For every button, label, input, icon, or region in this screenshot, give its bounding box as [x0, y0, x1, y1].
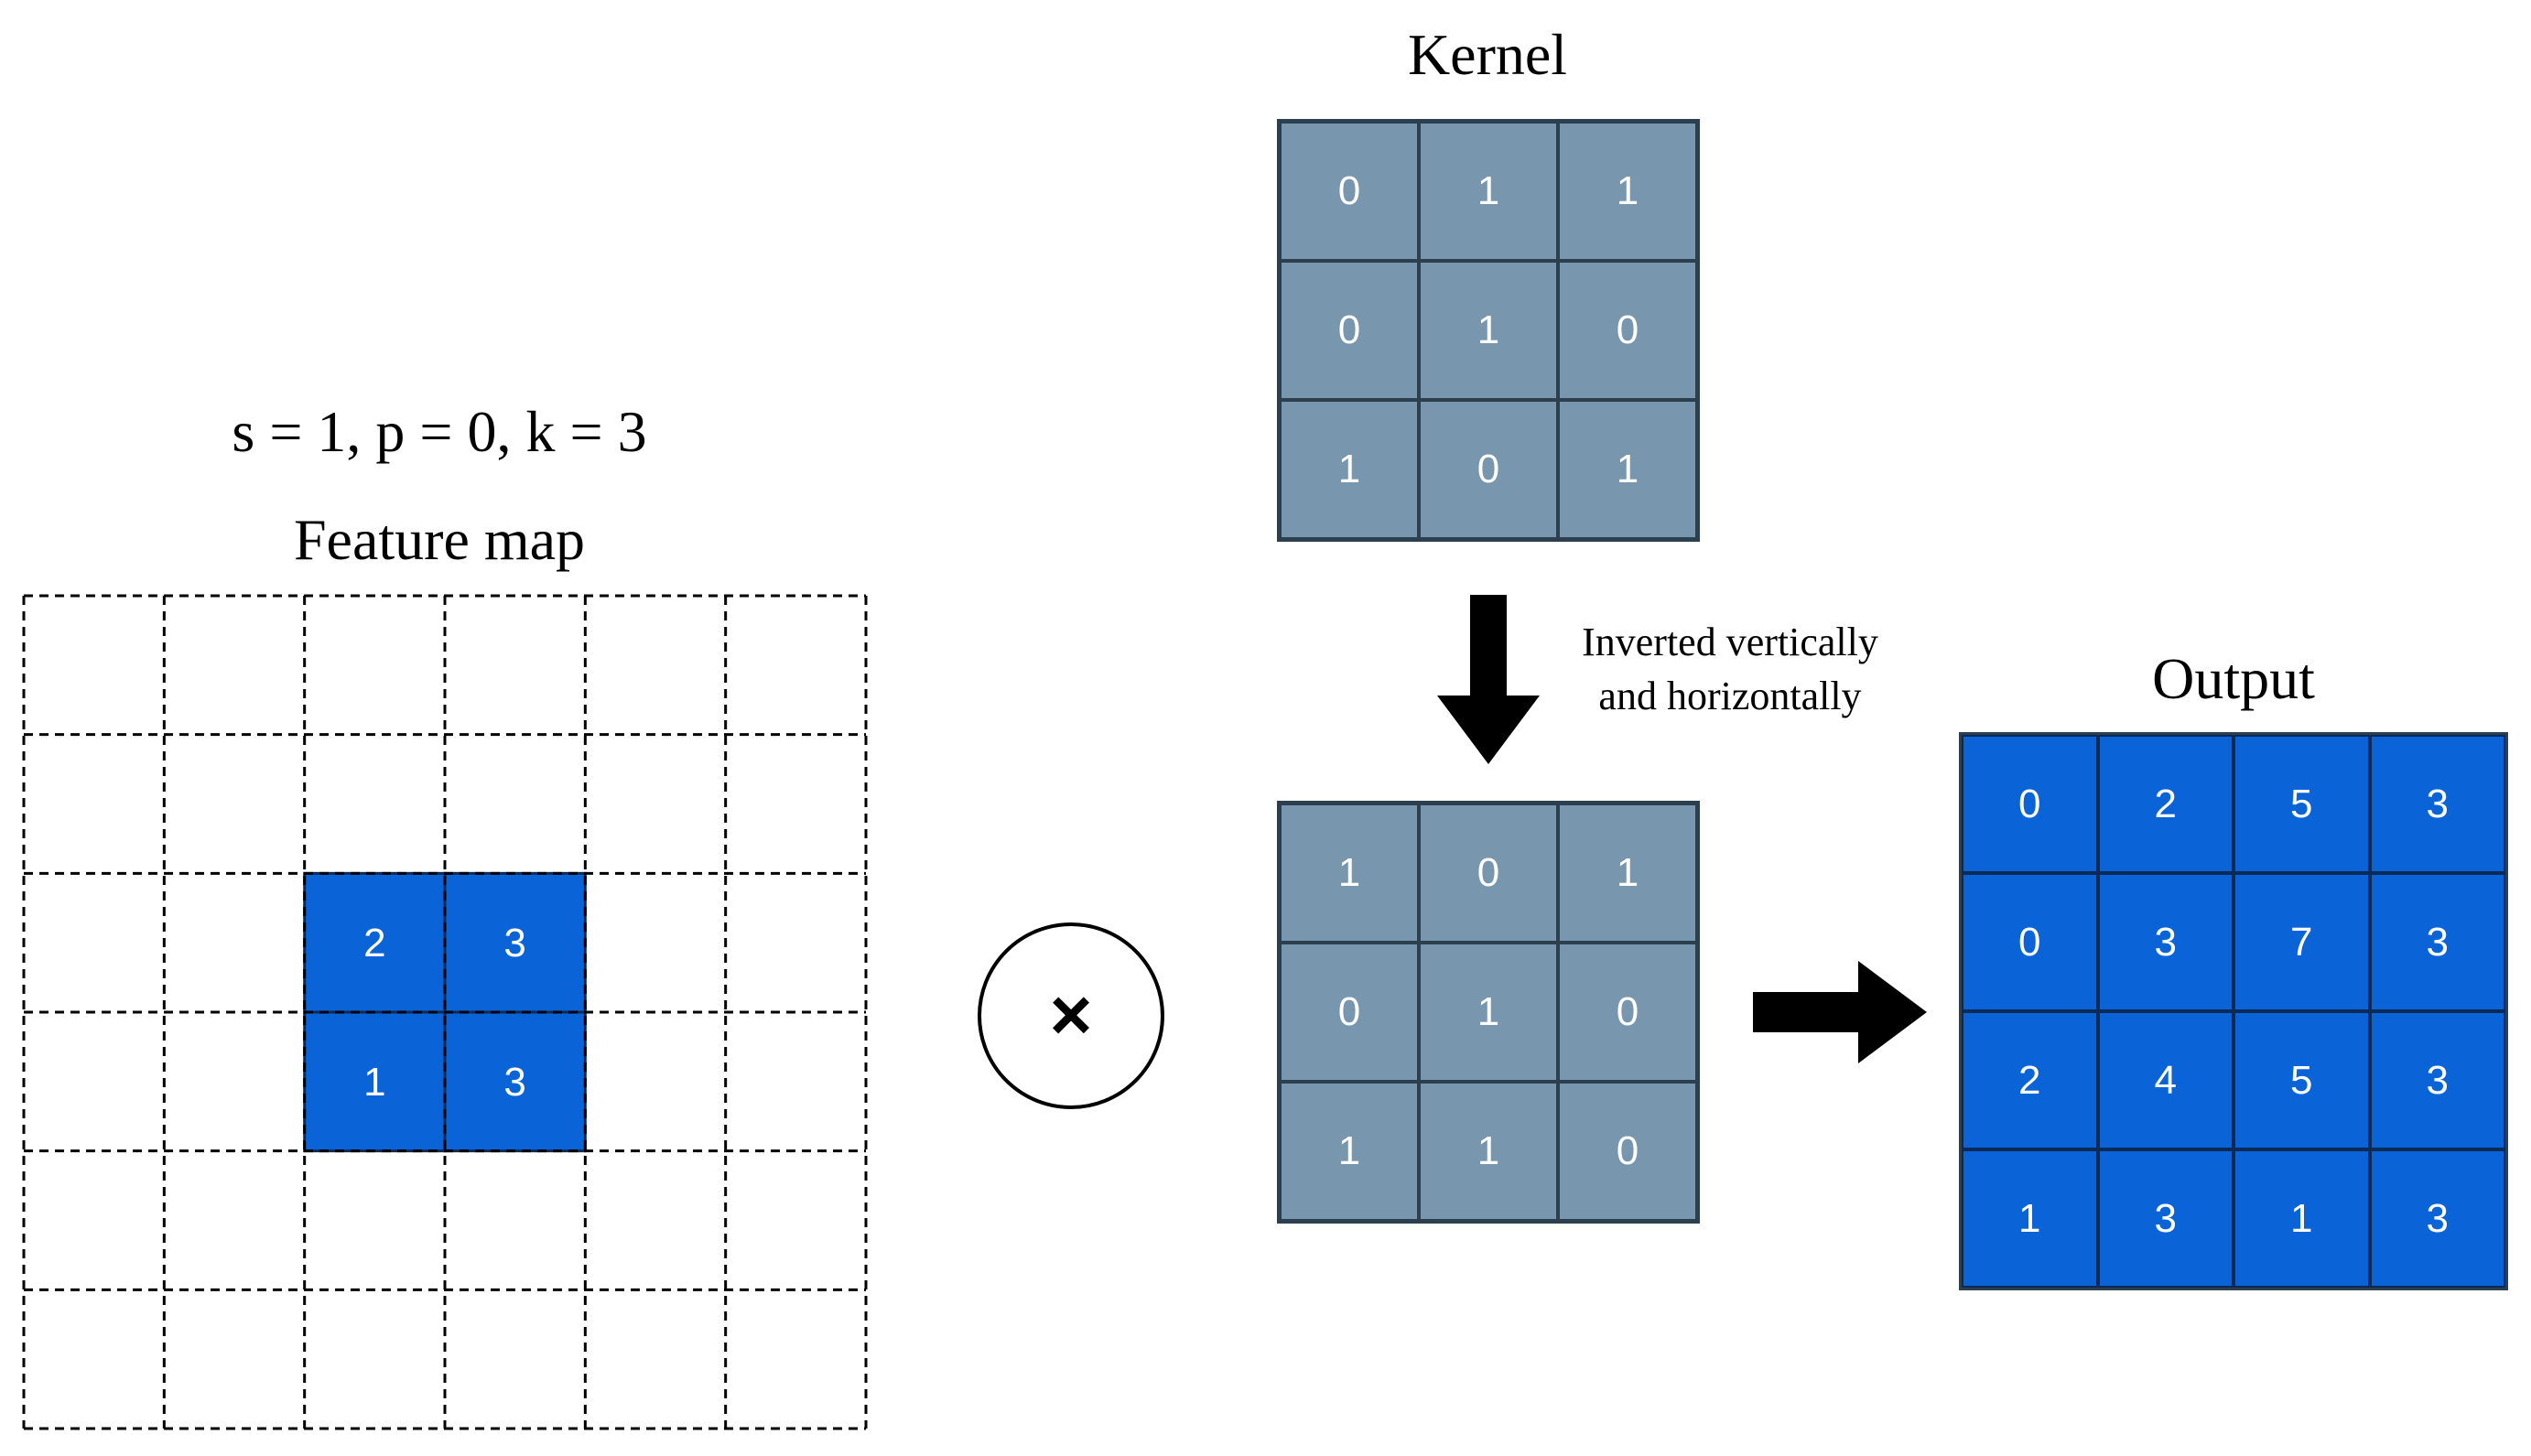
arrow-right-icon	[1753, 961, 1927, 1063]
feature-map-value: 3	[503, 1060, 525, 1105]
multiply-circle-icon: ×	[978, 922, 1164, 1109]
flipped-kernel-cell: 0	[1280, 943, 1419, 1082]
output-cell: 2	[1962, 1011, 2098, 1149]
flipped-kernel-cell: 1	[1280, 803, 1419, 943]
flipped-kernel-cell: 1	[1419, 943, 1558, 1082]
flipped-kernel-cell: 1	[1419, 1082, 1558, 1221]
kernel-cell: 1	[1280, 400, 1419, 539]
feature-map-highlight-cell	[303, 871, 447, 1014]
kernel-cell: 1	[1558, 122, 1697, 261]
output-cell: 7	[2234, 873, 2370, 1011]
flip-caption-line-1: Inverted vertically	[1582, 620, 1878, 664]
kernel-cell: 0	[1558, 261, 1697, 400]
flipped-kernel-cell: 0	[1419, 803, 1558, 943]
output-cell: 3	[2369, 873, 2505, 1011]
feature-map-highlight-cell	[443, 871, 587, 1014]
kernel-title: Kernel	[1407, 22, 1568, 87]
output-cell: 0	[1962, 735, 2098, 873]
params-label: s = 1, p = 0, k = 3	[232, 399, 647, 464]
flip-caption: Inverted vertically and horizontally	[1538, 615, 1922, 724]
kernel-cell: 0	[1280, 122, 1419, 261]
output-cell: 3	[2097, 873, 2234, 1011]
feature-map-title: Feature map	[293, 507, 586, 572]
output-cell: 3	[2097, 1149, 2234, 1288]
kernel-cell: 1	[1419, 261, 1558, 400]
kernel-cell: 1	[1419, 122, 1558, 261]
output-cell: 5	[2234, 1011, 2370, 1149]
output-cell: 3	[2369, 735, 2505, 873]
flipped-kernel-cell: 1	[1558, 803, 1697, 943]
output-title: Output	[2152, 646, 2315, 711]
feature-map-grid: 2 3 1 3	[22, 594, 868, 1430]
arrow-down-icon	[1437, 595, 1540, 764]
output-cell: 3	[2369, 1149, 2505, 1288]
output-cell: 4	[2097, 1011, 2234, 1149]
output-cell: 2	[2097, 735, 2234, 873]
flipped-kernel-cell: 1	[1280, 1082, 1419, 1221]
kernel-cell: 0	[1419, 400, 1558, 539]
feature-map-value: 3	[503, 921, 525, 965]
feature-map-value: 2	[363, 921, 385, 965]
output-cell: 5	[2234, 735, 2370, 873]
output-cell: 0	[1962, 873, 2098, 1011]
flipped-kernel-cell: 0	[1558, 1082, 1697, 1221]
output-cell: 3	[2369, 1011, 2505, 1149]
kernel-cell: 1	[1558, 400, 1697, 539]
flip-caption-line-2: and horizontally	[1598, 674, 1862, 719]
feature-map-value: 1	[363, 1060, 385, 1105]
kernel-cell: 0	[1280, 261, 1419, 400]
flipped-kernel-cell: 0	[1558, 943, 1697, 1082]
output-cell: 1	[2234, 1149, 2370, 1288]
output-cell: 1	[1962, 1149, 2098, 1288]
operator-symbol: ×	[1050, 974, 1093, 1055]
